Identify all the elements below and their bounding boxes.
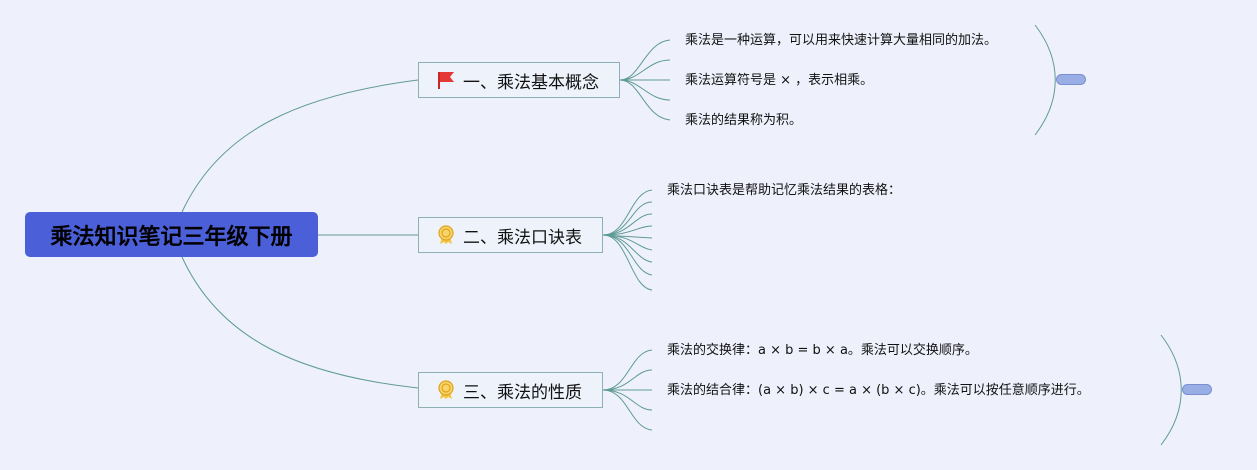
leaf-topic-1-1[interactable]: 乘法是一种运算，可以用来快速计算大量相同的加法。 (685, 33, 997, 49)
connector-b1-stub-1 (619, 59, 671, 81)
summary-topic-1[interactable] (1056, 74, 1086, 85)
branch-topic-2-label: 二、乘法口诀表 (463, 227, 582, 248)
leaf-topic-label: 乘法的结果称为积。 (685, 113, 803, 128)
connector-b1-stub-2 (619, 79, 671, 101)
connector-b1-leaf-1 (619, 39, 671, 81)
summary-topic-2[interactable] (1182, 384, 1212, 395)
branch-topic-1[interactable]: 一、乘法基本概念 (418, 62, 620, 98)
branch-topic-3-label: 三、乘法的性质 (463, 382, 582, 403)
connector-b2-leaf-1 (602, 189, 653, 236)
leaf-topic-2-1[interactable]: 乘法口诀表是帮助记忆乘法结果的表格： (667, 183, 901, 199)
branch-topic-1-label: 一、乘法基本概念 (463, 72, 599, 93)
connector-root-branch-1 (181, 79, 419, 213)
root-topic-label: 乘法知识笔记三年级下册 (50, 224, 293, 250)
summary-brace-1 (1034, 24, 1056, 136)
red-flag-icon (435, 69, 457, 91)
leaf-topic-label: 乘法运算符号是 × ，表示相乘。 (685, 73, 874, 88)
leaf-topic-3-1[interactable]: 乘法的交换律：a × b = b × a。乘法可以交换顺序。 (667, 343, 978, 359)
connector-b3-leaf-1 (602, 349, 653, 391)
leaf-topic-1-2[interactable]: 乘法运算符号是 × ，表示相乘。 (685, 73, 873, 89)
branch-topic-2[interactable]: 二、乘法口诀表 (418, 217, 603, 253)
award-ribbon-icon (435, 224, 457, 246)
leaf-topic-label: 乘法的交换律：a × b = b × a。乘法可以交换顺序。 (667, 343, 978, 358)
connector-b1-leaf-3 (619, 79, 671, 121)
leaf-topic-label: 乘法的结合律：(a × b) × c = a × (b × c)。乘法可以按任意… (667, 383, 1090, 398)
branch-topic-3[interactable]: 三、乘法的性质 (418, 372, 603, 408)
root-topic[interactable]: 乘法知识笔记三年级下册 (25, 212, 318, 257)
leaf-topic-3-2[interactable]: 乘法的结合律：(a × b) × c = a × (b × c)。乘法可以按任意… (667, 383, 1090, 399)
summary-brace-2 (1160, 334, 1182, 446)
connector-root-branch-3 (181, 256, 419, 389)
leaf-topic-1-3[interactable]: 乘法的结果称为积。 (685, 113, 802, 129)
leaf-topic-label: 乘法是一种运算，可以用来快速计算大量相同的加法。 (685, 33, 998, 48)
award-ribbon-icon (435, 379, 457, 401)
leaf-topic-label: 乘法口诀表是帮助记忆乘法结果的表格： (667, 183, 902, 198)
